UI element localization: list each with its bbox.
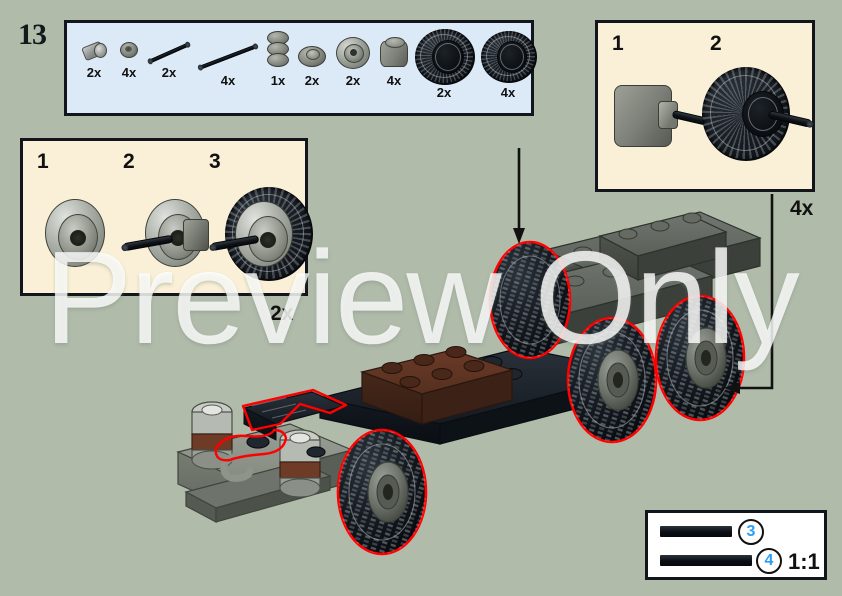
scale-number-4: 4: [756, 548, 782, 574]
callout-arrow-sub-to-model: [724, 194, 774, 394]
tyre-large-icon: [415, 29, 475, 85]
round-plate-icon: [298, 43, 326, 67]
part-tyre-small: 4x: [479, 29, 537, 100]
sub-assembly-right-multiplier: 4x: [790, 197, 814, 220]
scale-bar-4: [660, 555, 752, 566]
sub-step-number-1: 1: [612, 32, 624, 55]
sub-assembly-box-left: 1 2 3: [20, 138, 313, 296]
part-qty: 2x: [86, 65, 102, 80]
sub-step-number-2: 2: [710, 32, 722, 55]
sub-step-number-3: 3: [209, 150, 221, 173]
part-qty: 2x: [436, 85, 452, 100]
part-qty: 4x: [386, 73, 402, 88]
round-brick-icon: [380, 36, 408, 67]
wheel-front: [336, 428, 428, 556]
brown-brick: [359, 346, 515, 425]
wheel-rear-far: [488, 240, 572, 360]
round-parts-stack-icon: [267, 31, 289, 69]
part-qty: 2x: [161, 65, 177, 80]
scale-ratio-label: 1:1: [788, 549, 820, 574]
front-cylinders: [191, 401, 326, 498]
tyre-small-icon: [481, 31, 537, 83]
front-dark-plate-highlighted: [241, 388, 348, 441]
rear-top-bricks: [598, 212, 728, 281]
wheel-hub-icon: [336, 37, 370, 69]
part-qty: 4x: [121, 65, 137, 80]
wheel-rear-right: [654, 294, 746, 422]
callout-arrow-parts-to-model: [513, 148, 525, 244]
step-number: 13: [18, 18, 47, 51]
part-qty: 2x: [345, 73, 361, 88]
sub-step-number-2: 2: [123, 150, 135, 173]
scale-reference-box: 3 4 1:1: [645, 510, 827, 580]
part-qty: 4x: [500, 85, 516, 100]
front-highlight-outline: [214, 428, 288, 462]
parts-list-box: 2x 4x 2x 4x 1x: [64, 20, 537, 116]
scale-number-3: 3: [738, 519, 764, 545]
sub-assembly-left-multiplier: 2x: [270, 302, 294, 325]
wheel-rear-middle: [566, 316, 658, 444]
scale-bar-3: [660, 526, 732, 537]
part-qty: 4x: [220, 73, 236, 88]
part-qty: 1x: [270, 73, 286, 88]
half-bush-icon: [119, 40, 139, 58]
part-tyre-large: 2x: [413, 27, 475, 100]
bush-pin-icon: [81, 40, 107, 62]
sub-assembly-box-right: 1 2: [595, 20, 815, 192]
part-qty: 2x: [304, 73, 320, 88]
sub-step-number-1: 1: [37, 150, 49, 173]
